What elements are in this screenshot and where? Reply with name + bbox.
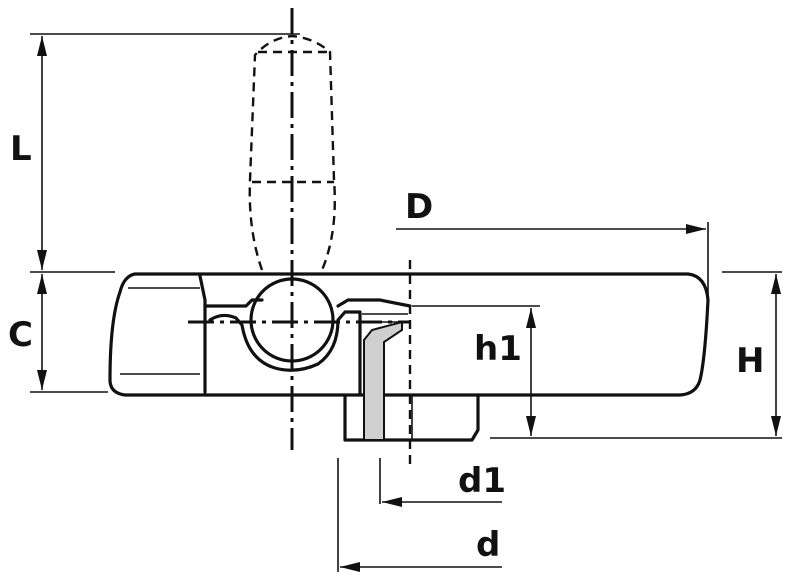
handle-dashed [248,34,336,271]
label-H: H [736,341,764,381]
dimension-labels: L C D h1 H d1 d [8,129,764,565]
left-pocket-wall [198,274,207,394]
label-d: d [476,525,500,565]
label-D: D [405,187,433,227]
socket-right-cup [336,298,412,308]
center-lines [188,8,412,465]
insert-grey-section [363,320,403,441]
handle-outline [248,34,336,271]
label-L: L [10,129,32,169]
socket-cup [208,310,362,397]
extension-lines [30,33,782,572]
hub-outline [343,393,480,442]
rim-left-detail [120,287,200,375]
dimension-lines [37,36,781,572]
label-C: C [8,315,33,355]
shaft-insert [362,313,408,441]
label-d1: d1 [458,461,506,501]
label-h1: h1 [474,329,522,369]
